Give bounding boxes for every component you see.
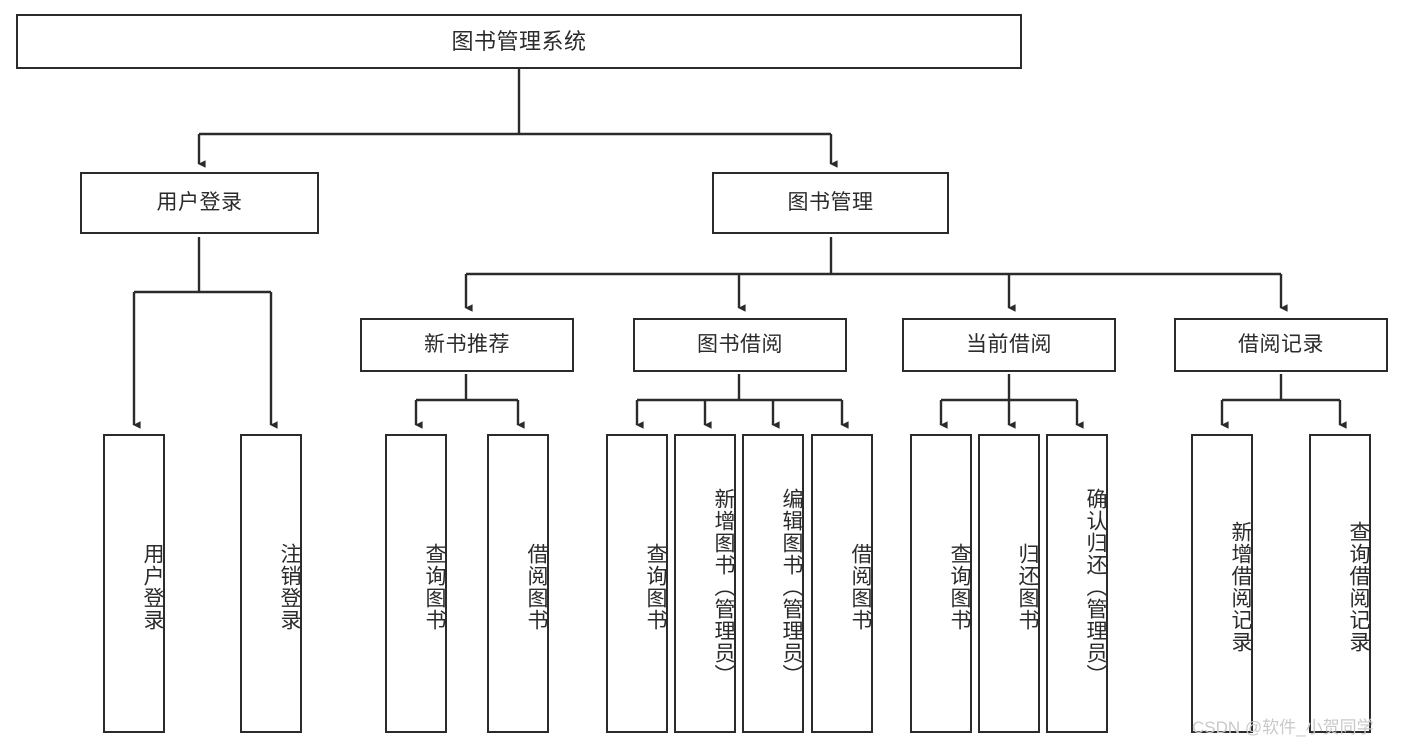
node-new-book-recommend-label: 新书推荐	[424, 332, 510, 356]
node-book-management[interactable]: 图书管理	[712, 172, 949, 234]
node-borrow-record-label: 借阅记录	[1238, 332, 1324, 356]
leaf-query-book-2[interactable]: 查询图书	[606, 434, 668, 733]
node-new-book-recommend[interactable]: 新书推荐	[360, 318, 574, 372]
leaf-query-book-1-label: 查询图书	[423, 542, 446, 631]
node-root-label: 图书管理系统	[451, 28, 587, 54]
leaf-query-book-1[interactable]: 查询图书	[385, 434, 447, 733]
node-book-borrow[interactable]: 图书借阅	[633, 318, 847, 372]
node-root[interactable]: 图书管理系统	[16, 14, 1022, 69]
watermark: CSDN @软件_小贺同学	[1192, 718, 1374, 737]
node-current-borrow-label: 当前借阅	[966, 332, 1052, 356]
leaf-logout-login-label: 注销登录	[278, 542, 301, 631]
leaf-add-book[interactable]: 新增图书（管理员）	[674, 434, 736, 733]
leaf-borrow-book-1[interactable]: 借阅图书	[487, 434, 549, 733]
node-user-login[interactable]: 用户登录	[80, 172, 319, 234]
leaf-confirm-return-label: 确认归还（管理员）	[1084, 487, 1107, 686]
leaf-query-book-3[interactable]: 查询图书	[910, 434, 972, 733]
leaf-query-book-2-label: 查询图书	[644, 542, 667, 631]
leaf-logout-login[interactable]: 注销登录	[240, 434, 302, 733]
leaf-user-login[interactable]: 用户登录	[103, 434, 165, 733]
leaf-query-record-label: 查询借阅记录	[1347, 520, 1370, 653]
leaf-return-book[interactable]: 归还图书	[978, 434, 1040, 733]
leaf-add-book-label: 新增图书（管理员）	[712, 487, 735, 686]
leaf-confirm-return[interactable]: 确认归还（管理员）	[1046, 434, 1108, 733]
node-current-borrow[interactable]: 当前借阅	[902, 318, 1116, 372]
leaf-query-book-3-label: 查询图书	[948, 542, 971, 631]
leaf-edit-book-label: 编辑图书（管理员）	[780, 487, 803, 686]
leaf-user-login-label: 用户登录	[141, 542, 164, 631]
leaf-add-record[interactable]: 新增借阅记录	[1191, 434, 1253, 733]
node-book-borrow-label: 图书借阅	[697, 332, 783, 356]
leaf-borrow-book-1-label: 借阅图书	[525, 542, 548, 631]
leaf-add-record-label: 新增借阅记录	[1229, 520, 1252, 653]
node-book-management-label: 图书管理	[787, 190, 874, 214]
leaf-borrow-book-2-label: 借阅图书	[849, 542, 872, 631]
leaf-return-book-label: 归还图书	[1016, 542, 1039, 631]
node-user-login-label: 用户登录	[156, 190, 243, 214]
node-borrow-record[interactable]: 借阅记录	[1174, 318, 1388, 372]
leaf-query-record[interactable]: 查询借阅记录	[1309, 434, 1371, 733]
leaf-edit-book[interactable]: 编辑图书（管理员）	[742, 434, 804, 733]
leaf-borrow-book-2[interactable]: 借阅图书	[811, 434, 873, 733]
